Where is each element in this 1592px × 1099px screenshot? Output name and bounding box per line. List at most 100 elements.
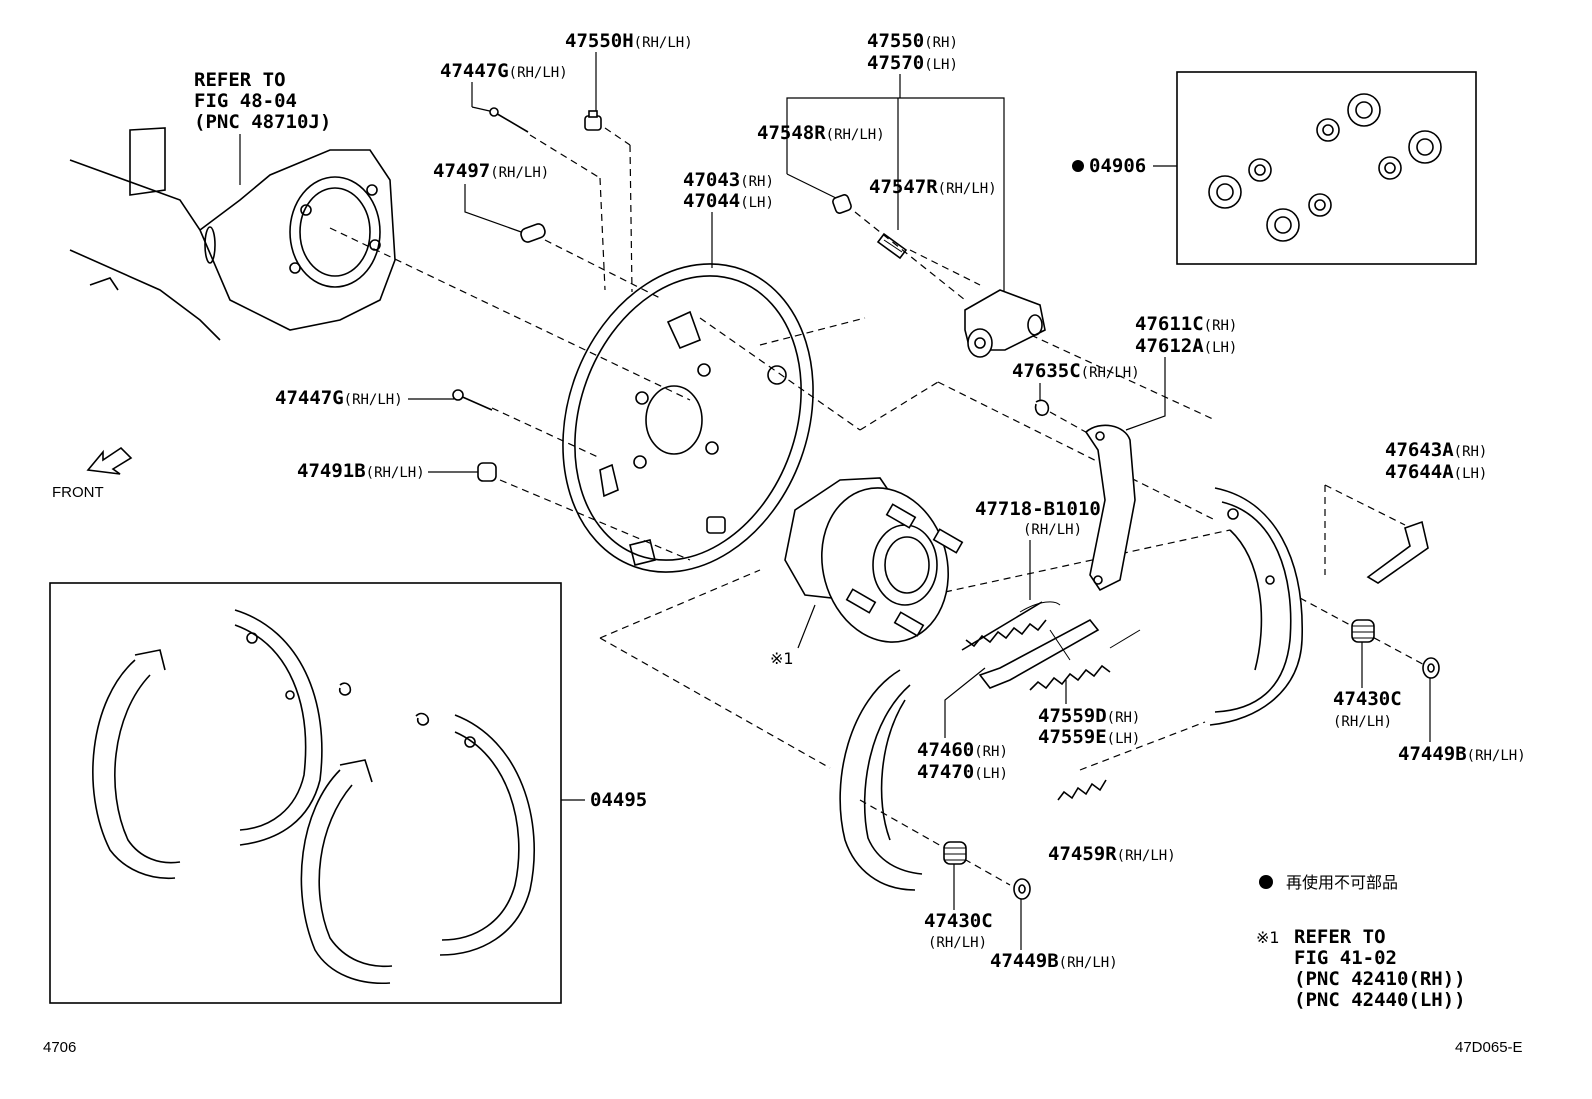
svg-text:47459R(RH/LH): 47459R(RH/LH) [1048,843,1176,865]
spring-47430C-bottom [943,841,967,865]
svg-text:(RH/LH): (RH/LH) [1023,522,1082,538]
spring-47559D [1029,629,1141,691]
callout-47430C-right[interactable]: 47430C (RH/LH) [1333,640,1402,730]
hub-bolts [845,503,964,637]
spring-47430C-right [1351,619,1375,643]
svg-text:47548R(RH/LH): 47548R(RH/LH) [757,122,885,144]
page-number: 4706 [43,1039,76,1056]
bleeder-47547R [876,232,908,260]
cup-47449B-right [1422,657,1440,679]
svg-text:(PNC 48710J): (PNC 48710J) [194,111,331,133]
svg-text:FRONT: FRONT [52,484,104,501]
cap-47548R [832,194,852,214]
svg-text:47611C(RH): 47611C(RH) [1135,313,1237,335]
callout-47611C-47612A[interactable]: 47611C(RH) 47612A(LH) [1125,313,1237,431]
svg-text:47043(RH): 47043(RH) [683,169,774,191]
shoe-set-contents [92,609,536,985]
hub-bearing [784,477,964,643]
knuckle-part [69,127,396,341]
svg-text:(PNC 42410(RH)): (PNC 42410(RH)) [1294,968,1466,990]
svg-text:47497(RH/LH): 47497(RH/LH) [433,160,549,182]
figure-code: 47D065-E [1455,1039,1523,1056]
shoe-set-frame [49,582,562,1004]
svg-text:47547R(RH/LH): 47547R(RH/LH) [869,176,997,198]
svg-text:47570(LH): 47570(LH) [867,52,958,74]
repair-kit-contents [1208,93,1442,242]
callout-47559D-47559E[interactable]: 47559D(RH) 47559E(LH) [1038,680,1140,748]
svg-text:(RH/LH): (RH/LH) [928,935,987,951]
callout-47635C[interactable]: 47635C(RH/LH) [1012,360,1140,400]
wheel-cylinder [964,289,1046,358]
footnote-refer: ※1 REFER TO FIG 41-02 (PNC 42410(RH)) (P… [1256,926,1466,1011]
callout-47550-47570[interactable]: 47550(RH) 47570(LH) [786,30,1005,296]
svg-text:※1: ※1 [1256,928,1280,947]
svg-text:47460(RH): 47460(RH) [917,739,1008,761]
svg-text:47644A(LH): 47644A(LH) [1385,461,1487,483]
svg-text:47044(LH): 47044(LH) [683,190,774,212]
parking-lever [1084,424,1136,592]
svg-text:※1: ※1 [770,649,794,668]
svg-text:47559E(LH): 47559E(LH) [1038,726,1140,748]
spring-47718 [961,601,1061,651]
callout-47547R[interactable]: 47547R(RH/LH) [869,98,997,230]
svg-text:FIG 48-04: FIG 48-04 [194,90,297,112]
svg-text:FIG 41-02: FIG 41-02 [1294,947,1397,969]
svg-text:REFER TO: REFER TO [1294,926,1386,948]
svg-text:47491B(RH/LH): 47491B(RH/LH) [297,460,425,482]
callout-47043-47044[interactable]: 47043(RH) 47044(LH) [683,169,774,268]
svg-text:04906: 04906 [1089,155,1146,177]
plug-47491B [477,462,497,482]
svg-text:47559D(RH): 47559D(RH) [1038,705,1140,727]
svg-text:47612A(LH): 47612A(LH) [1135,335,1237,357]
shoe-rear [1209,487,1303,726]
callout-hub-note[interactable]: ※1 [770,604,816,668]
front-arrow-icon [86,446,133,475]
svg-text:47430C: 47430C [1333,688,1402,710]
callout-04906[interactable]: 04906 [1072,155,1177,177]
svg-text:47449B(RH/LH): 47449B(RH/LH) [1398,743,1526,765]
refer-knuckle-note: REFER TO FIG 48-04 (PNC 48710J) [194,69,331,185]
svg-text:47635C(RH/LH): 47635C(RH/LH) [1012,360,1140,382]
plug-47497 [520,223,546,243]
shoe-front [839,669,923,891]
callout-47718-B1010[interactable]: 47718-B1010 (RH/LH) [975,498,1101,600]
svg-text:47550H(RH/LH): 47550H(RH/LH) [565,30,693,52]
svg-text:47430C: 47430C [924,910,993,932]
svg-text:47550(RH): 47550(RH) [867,30,958,52]
svg-text:REFER TO: REFER TO [194,69,286,91]
svg-text:47449B(RH/LH): 47449B(RH/LH) [990,950,1118,972]
svg-text:47447G(RH/LH): 47447G(RH/LH) [275,387,403,409]
clip-47635C [1034,399,1050,417]
front-arrow: FRONT [52,446,133,501]
svg-text:04495: 04495 [590,789,647,811]
spring-47643A [1366,520,1429,584]
callout-47460-47470[interactable]: 47460(RH) 47470(LH) [917,667,1008,783]
callout-47459R[interactable]: 47459R(RH/LH) [1048,843,1176,865]
callout-47447G-top[interactable]: 47447G(RH/LH) [440,60,568,113]
callout-47449B-bottom[interactable]: 47449B(RH/LH) [990,898,1118,972]
callout-47449B-right[interactable]: 47449B(RH/LH) [1398,676,1526,765]
callout-47643A-47644A[interactable]: 47643A(RH) 47644A(LH) [1385,439,1487,483]
bleeder-47550H [584,110,602,131]
callout-47491B[interactable]: 47491B(RH/LH) [297,460,478,482]
legend-non-reusable: 再使用不可部品 [1259,873,1398,892]
callout-04495[interactable]: 04495 [561,789,647,811]
svg-text:(RH/LH): (RH/LH) [1333,714,1392,730]
adjuster-47460 [978,618,1100,689]
callout-47430C-bottom[interactable]: 47430C (RH/LH) [924,862,993,951]
callout-47550H[interactable]: 47550H(RH/LH) [565,30,693,118]
callout-47497[interactable]: 47497(RH/LH) [433,160,549,234]
svg-text:再使用不可部品: 再使用不可部品 [1286,873,1398,892]
svg-text:47470(LH): 47470(LH) [917,761,1008,783]
bolt-47447G-top [489,107,529,133]
svg-text:(PNC 42440(LH)): (PNC 42440(LH)) [1294,989,1466,1011]
callout-47548R[interactable]: 47548R(RH/LH) [757,122,885,201]
svg-text:47643A(RH): 47643A(RH) [1385,439,1487,461]
repair-kit-frame [1176,71,1477,265]
svg-text:47718-B1010: 47718-B1010 [975,498,1101,520]
spring-47459R [1057,779,1107,801]
cup-47449B-bottom [1013,878,1031,900]
bolt-47447G-mid [452,389,493,411]
callout-47447G-mid[interactable]: 47447G(RH/LH) [275,387,454,409]
